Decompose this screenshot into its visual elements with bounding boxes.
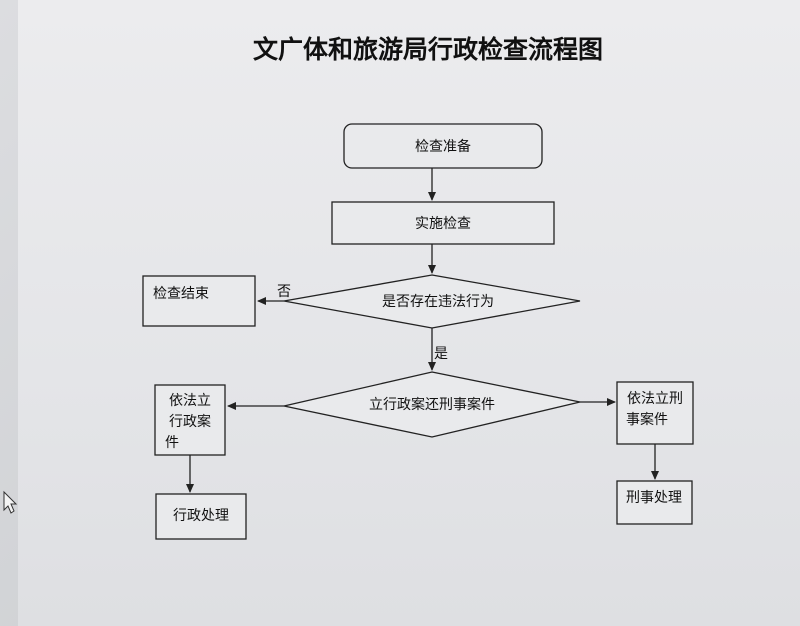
node-admin-case-label-3: 件 — [165, 435, 179, 451]
node-criminal-case: 依法立刑 事案件 — [616, 381, 694, 445]
node-criminal-handle-label: 刑事处理 — [626, 490, 682, 506]
page-title: 文广体和旅游局行政检查流程图 — [253, 35, 603, 64]
node-prepare-label: 检查准备 — [415, 138, 471, 155]
node-criminal-case-label-2: 事案件 — [626, 411, 668, 428]
node-implement-label: 实施检查 — [415, 216, 471, 232]
node-admin-case-label-1: 依法立 — [169, 393, 211, 409]
node-end-label: 检查结束 — [153, 286, 209, 302]
node-prepare: 检查准备 — [343, 123, 543, 169]
node-criminal-handle: 刑事处理 — [616, 480, 693, 525]
node-criminal-case-label-1: 依法立刑 — [627, 391, 683, 407]
node-end: 检查结束 — [142, 275, 256, 327]
node-implement: 实施检查 — [331, 201, 555, 245]
node-admin-case: 依法立 行政案 件 — [154, 384, 226, 456]
node-admin-case-label-2: 行政案 — [169, 413, 211, 430]
decision-violation: 是否存在违法行为 — [283, 274, 581, 329]
edge-label-yes: 是 — [434, 346, 448, 362]
decision-case-type: 立行政案还刑事案件 — [283, 371, 581, 438]
decision-case-type-label: 立行政案还刑事案件 — [369, 396, 495, 413]
node-admin-handle: 行政处理 — [155, 493, 247, 540]
edge-label-no: 否 — [277, 284, 291, 300]
node-admin-handle-label: 行政处理 — [173, 508, 229, 524]
decision-violation-label: 是否存在违法行为 — [382, 294, 494, 310]
mouse-cursor-icon — [3, 490, 18, 514]
